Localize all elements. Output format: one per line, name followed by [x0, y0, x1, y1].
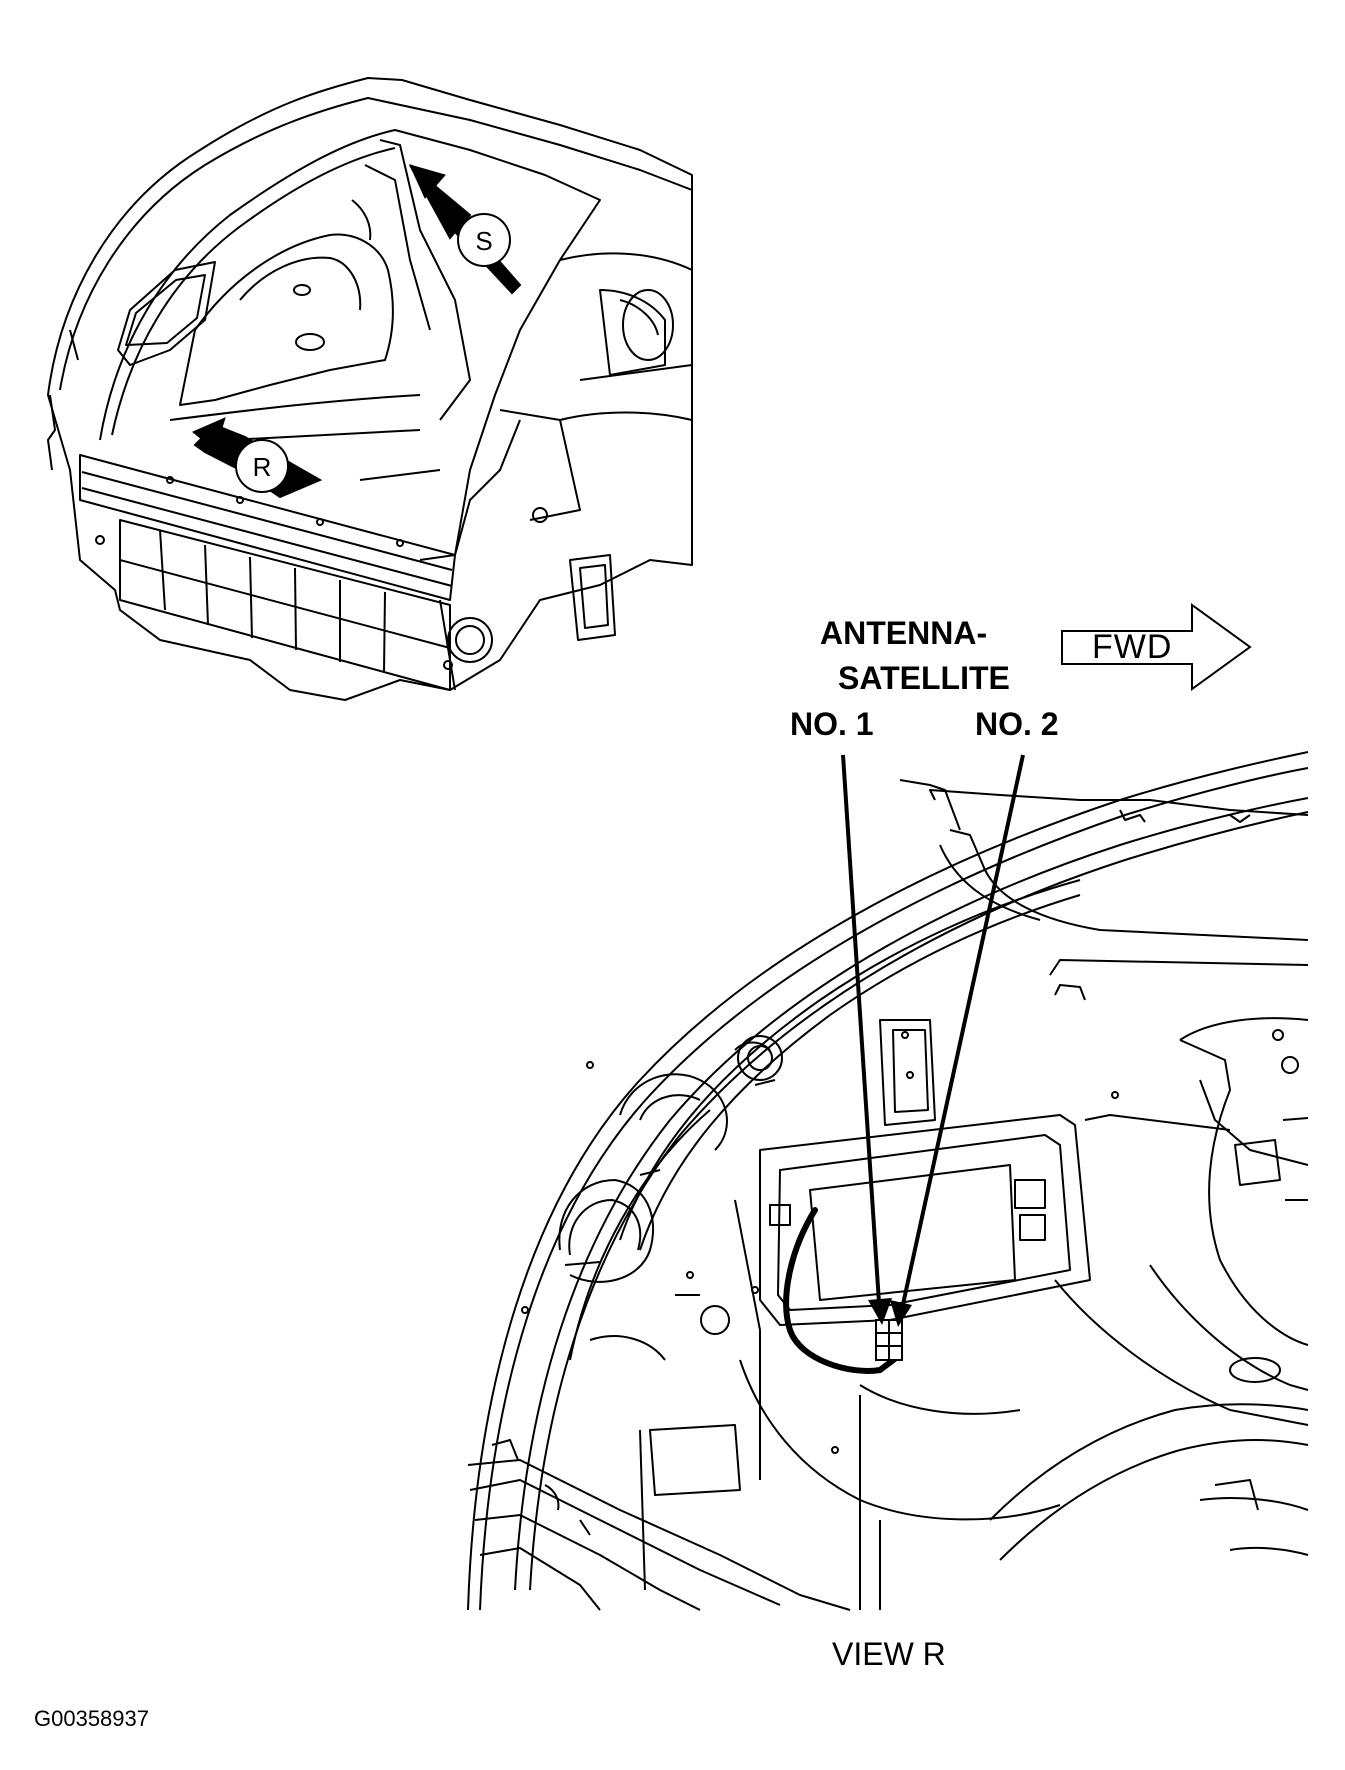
leader-arrow-no2	[890, 754, 1025, 1327]
leader-arrow-no1	[841, 754, 892, 1325]
callout-circle-s: S	[457, 213, 511, 267]
antenna-no2-label: NO. 2	[975, 706, 1059, 742]
view-r-drawing	[467, 751, 1309, 1611]
antenna-label-line2: SATELLITE	[838, 660, 1010, 696]
vehicle-overview-drawing	[47, 77, 693, 701]
callout-s-label: S	[475, 226, 492, 256]
antenna-connector	[875, 1319, 903, 1361]
wiring-harness	[783, 1207, 903, 1374]
antenna-label-line1: ANTENNA-	[820, 615, 988, 651]
callout-r-label: R	[253, 452, 272, 482]
antenna-no1-label: NO. 1	[790, 706, 874, 742]
view-r-label: VIEW R	[832, 1636, 946, 1672]
figure-id: G00358937	[34, 1706, 149, 1731]
fwd-label: FWD	[1092, 628, 1173, 666]
callout-circle-r: R	[235, 439, 289, 493]
fwd-arrow	[1061, 603, 1252, 691]
